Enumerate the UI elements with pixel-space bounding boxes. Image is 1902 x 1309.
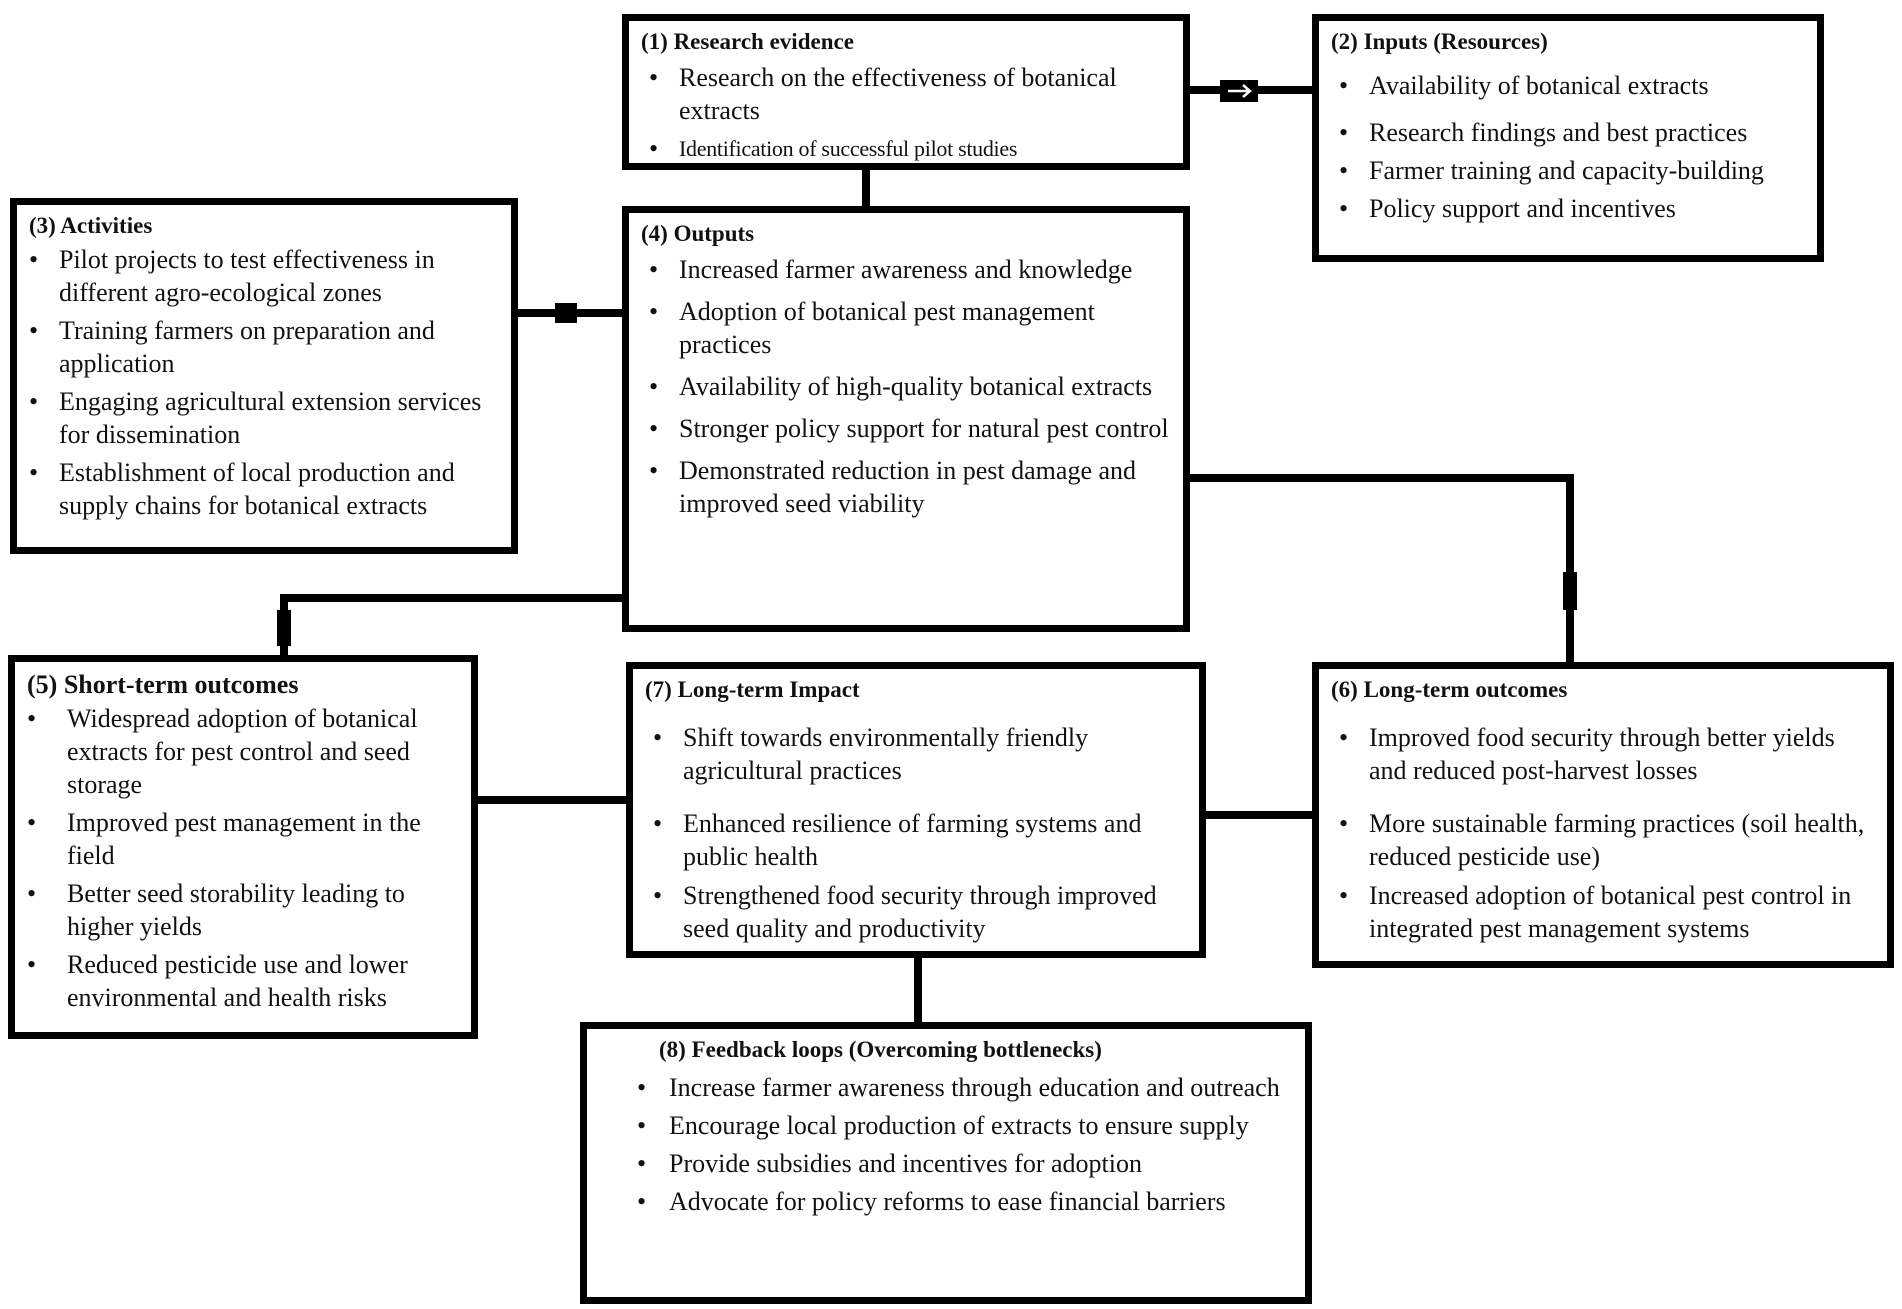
connector-outputs-shortterm bbox=[280, 594, 626, 659]
list-item: Enhanced resilience of farming systems a… bbox=[645, 807, 1189, 873]
box-title: (3) Activities bbox=[29, 213, 153, 238]
item-list: Research on the effectiveness of botanic… bbox=[641, 61, 1173, 163]
list-item: Training farmers on preparation and appl… bbox=[29, 314, 501, 380]
box-title: (4) Outputs bbox=[641, 221, 755, 246]
list-item: Reduced pesticide use and lower environm… bbox=[27, 948, 461, 1014]
list-item: Identification of successful pilot studi… bbox=[641, 132, 1173, 163]
box-research-evidence: (1) Research evidence Research on the ef… bbox=[622, 14, 1190, 170]
list-item: Increased farmer awareness and knowledge bbox=[641, 253, 1173, 286]
list-item: Widespread adoption of botanical extract… bbox=[27, 702, 461, 801]
list-item: Stronger policy support for natural pest… bbox=[641, 412, 1173, 445]
connector-knob bbox=[1563, 572, 1577, 610]
list-item: Engaging agricultural extension services… bbox=[29, 385, 501, 451]
connector-knob bbox=[1220, 80, 1258, 102]
box-title: (1) Research evidence bbox=[641, 29, 854, 54]
item-list: Shift towards environmentally friendly a… bbox=[645, 721, 1189, 945]
connector-knob bbox=[277, 610, 291, 646]
list-item: Increase farmer awareness through educat… bbox=[599, 1071, 1295, 1104]
connector-outputs-longoutcomes bbox=[1184, 474, 1574, 669]
list-item: Adoption of botanical pest management pr… bbox=[641, 295, 1173, 361]
list-item: Improved pest management in the field bbox=[27, 806, 461, 872]
box-feedback-loops: (8) Feedback loops (Overcoming bottlenec… bbox=[580, 1022, 1312, 1304]
box-title: (8) Feedback loops (Overcoming bottlenec… bbox=[659, 1037, 1102, 1062]
box-title: (6) Long-term outcomes bbox=[1331, 677, 1568, 702]
item-list: Increased farmer awareness and knowledge… bbox=[641, 253, 1173, 520]
list-item: Demonstrated reduction in pest damage an… bbox=[641, 454, 1173, 520]
list-item: Provide subsidies and incentives for ado… bbox=[599, 1147, 1295, 1180]
box-activities: (3) Activities Pilot projects to test ef… bbox=[10, 198, 518, 554]
list-item: Encourage local production of extracts t… bbox=[599, 1109, 1295, 1142]
list-item: Shift towards environmentally friendly a… bbox=[645, 721, 1189, 787]
list-item: Improved food security through better yi… bbox=[1331, 721, 1877, 787]
item-list: Pilot projects to test effectiveness in … bbox=[29, 243, 501, 522]
box-long-term-outcomes: (6) Long-term outcomes Improved food sec… bbox=[1312, 662, 1894, 968]
item-list: Availability of botanical extracts Resea… bbox=[1331, 69, 1807, 225]
box-long-term-impact: (7) Long-term Impact Shift towards envir… bbox=[626, 662, 1206, 958]
arrow-right-icon bbox=[1228, 84, 1252, 98]
list-item: Establishment of local production and su… bbox=[29, 456, 501, 522]
list-item: Availability of botanical extracts bbox=[1331, 69, 1807, 102]
list-item: Better seed storability leading to highe… bbox=[27, 877, 461, 943]
list-item: Increased adoption of botanical pest con… bbox=[1331, 879, 1877, 945]
box-short-term-outcomes: (5) Short-term outcomes Widespread adopt… bbox=[8, 655, 478, 1039]
list-item: Pilot projects to test effectiveness in … bbox=[29, 243, 501, 309]
list-item: Availability of high-quality botanical e… bbox=[641, 370, 1173, 403]
list-item: Research on the effectiveness of botanic… bbox=[641, 61, 1173, 127]
box-outputs: (4) Outputs Increased farmer awareness a… bbox=[622, 206, 1190, 632]
box-title: (2) Inputs (Resources) bbox=[1331, 29, 1548, 54]
item-list: Improved food security through better yi… bbox=[1331, 721, 1877, 945]
list-item: Advocate for policy reforms to ease fina… bbox=[599, 1185, 1295, 1218]
list-item: More sustainable farming practices (soil… bbox=[1331, 807, 1877, 873]
item-list: Increase farmer awareness through educat… bbox=[599, 1071, 1295, 1218]
box-title: (5) Short-term outcomes bbox=[27, 670, 299, 699]
item-list: Widespread adoption of botanical extract… bbox=[27, 702, 461, 1014]
box-title: (7) Long-term Impact bbox=[645, 677, 860, 702]
box-inputs: (2) Inputs (Resources) Availability of b… bbox=[1312, 14, 1824, 262]
list-item: Research findings and best practices bbox=[1331, 116, 1807, 149]
list-item: Farmer training and capacity-building bbox=[1331, 154, 1807, 187]
list-item: Strengthened food security through impro… bbox=[645, 879, 1189, 945]
list-item: Policy support and incentives bbox=[1331, 192, 1807, 225]
connector-knob bbox=[555, 303, 577, 323]
